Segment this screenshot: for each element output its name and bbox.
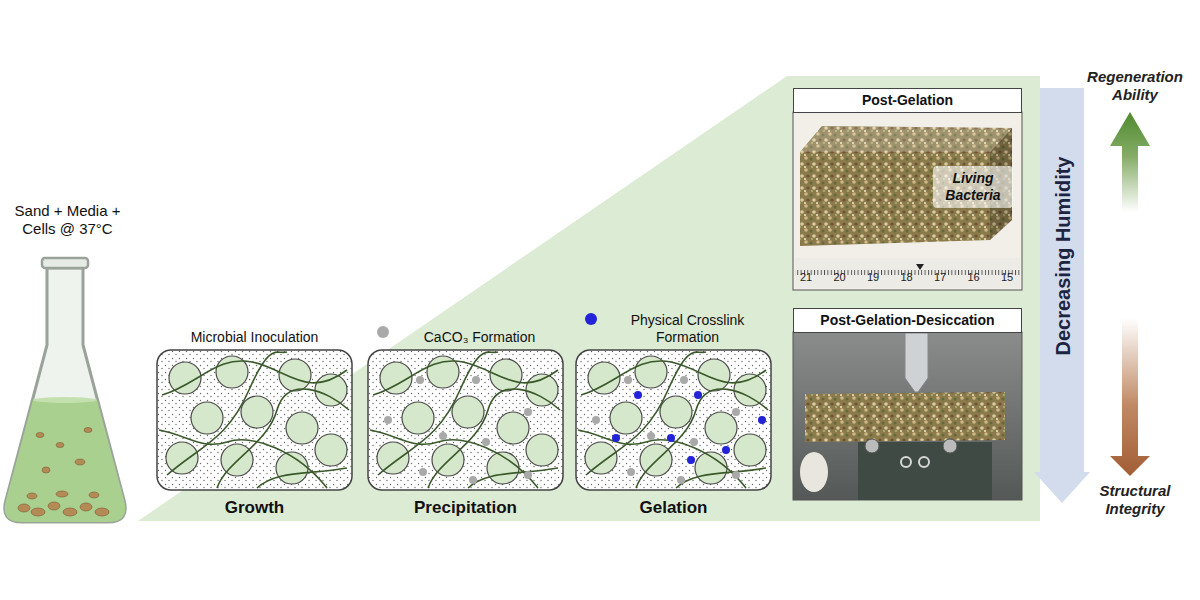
stage-name: Growth — [157, 494, 352, 522]
panel-heading: Physical Crosslink Formation — [604, 296, 771, 346]
flask — [5, 258, 126, 522]
ruler-number: 17 — [928, 270, 952, 285]
photo-annotation: Living Bacteria — [933, 166, 1013, 208]
stage-panel: Microbial InoculationGrowth — [157, 296, 352, 526]
gelation-panel — [576, 350, 771, 490]
axis-label: Structural Integrity — [1078, 478, 1192, 522]
ruler-number: 21 — [794, 270, 818, 285]
ruler-number: 20 — [828, 270, 852, 285]
post-gelation-photo — [793, 112, 1022, 290]
band-label: Decreasing Humidity — [1051, 157, 1075, 356]
axis-label: Regeneration Ability — [1078, 64, 1192, 108]
panel-heading: Microbial Inoculation — [157, 296, 352, 346]
flask-label: Sand + Media + Cells @ 37°C — [8, 190, 127, 250]
desiccation-photo — [793, 332, 1022, 500]
caco3-marker — [377, 326, 389, 338]
humidity-arrow — [1034, 88, 1090, 503]
ruler-number: 18 — [895, 270, 919, 285]
growth-panel — [157, 350, 352, 490]
stage-panel: Physical Crosslink FormationGelation — [576, 296, 771, 526]
up-arrow — [1110, 112, 1150, 212]
process-wedge — [138, 76, 1040, 521]
stage-name: Gelation — [576, 494, 771, 522]
photo-header: Post-Gelation — [793, 88, 1022, 113]
panel-heading: CaCO₃ Formation — [396, 296, 563, 346]
crosslink-marker — [585, 313, 597, 325]
precipitation-panel — [368, 350, 563, 490]
photo-header: Post-Gelation-Desiccation — [793, 308, 1022, 333]
photo-panel: Post-Gelation-Desiccation — [793, 308, 1022, 500]
humidity-band: Decreasing Humidity — [1038, 88, 1088, 503]
flask-node: Sand + Media + Cells @ 37°C — [0, 190, 135, 530]
ruler-number: 19 — [861, 270, 885, 285]
ruler-number: 16 — [962, 270, 986, 285]
stage-name: Precipitation — [368, 494, 563, 522]
down-arrow — [1110, 318, 1150, 476]
stage-panel: CaCO₃ FormationPrecipitation — [368, 296, 563, 526]
ruler-number: 15 — [995, 270, 1019, 285]
photo-panel: Post-GelationLiving Bacteria — [793, 88, 1022, 290]
